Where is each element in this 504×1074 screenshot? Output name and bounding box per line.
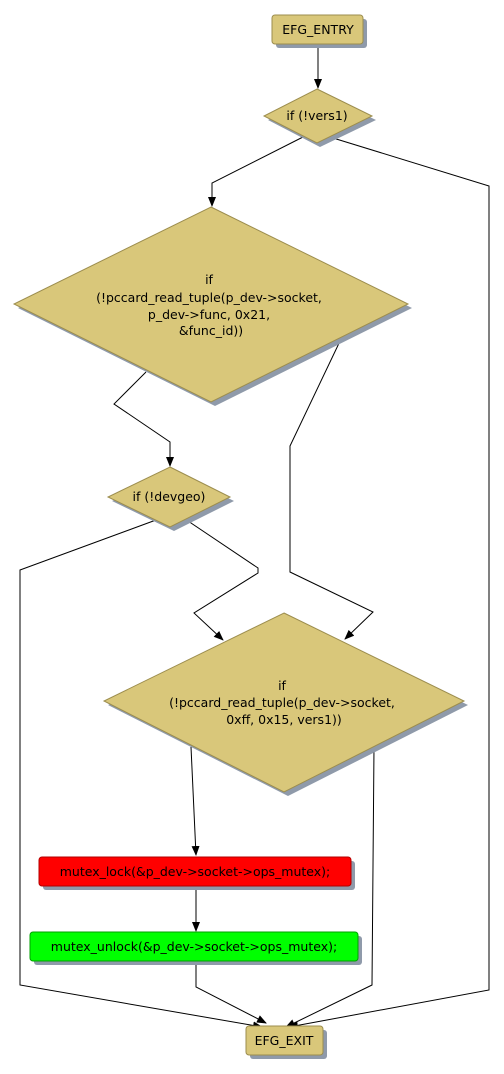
devgeo-check-node: if (!devgeo) xyxy=(106,466,234,531)
edge-devgeo-to-exit xyxy=(19,519,263,1030)
mutex-unlock-box xyxy=(29,931,359,962)
vers1-check-label: if (!vers1) xyxy=(286,108,347,123)
devgeo-check-diamond xyxy=(106,466,232,528)
edge-unlock-to-exit xyxy=(195,963,267,1024)
tuple-func-check-line-2: (!pccard_read_tuple(p_dev->socket, xyxy=(96,290,322,305)
mutex-lock-node: mutex_lock(&p_dev->socket->ops_mutex); xyxy=(38,856,355,890)
entry-node-label: EFG_ENTRY xyxy=(282,22,354,37)
tuple-vers1-check-line-3: 0xff, 0x15, vers1)) xyxy=(226,712,342,727)
entry-node: EFG_ENTRY xyxy=(271,14,367,48)
tuple-vers1-check-node: if (!pccard_read_tuple(p_dev->socket, 0x… xyxy=(102,612,468,796)
edge-devgeo-to-tuple-vers1 xyxy=(187,520,259,641)
entry-node-box xyxy=(271,14,364,45)
edge-vers1-to-tuple-func xyxy=(208,136,304,207)
edge-tuple-func-to-devgeo xyxy=(113,371,174,467)
tuple-func-check-line-3: p_dev->func, 0x21, xyxy=(148,307,270,322)
exit-node: EFG_EXIT xyxy=(245,1025,327,1059)
tuple-func-check-node: if (!pccard_read_tuple(p_dev->socket, p_… xyxy=(12,206,412,406)
tuple-vers1-check-line-1: if xyxy=(278,678,286,693)
tuple-vers1-check-label: if (!pccard_read_tuple(p_dev->socket, 0x… xyxy=(169,678,399,727)
tuple-func-check-diamond xyxy=(12,206,410,403)
edge-tuple-vers1-to-lock xyxy=(190,746,200,856)
mutex-lock-box xyxy=(38,856,352,887)
tuple-vers1-check-line-2: (!pccard_read_tuple(p_dev->socket, xyxy=(169,695,395,710)
exit-node-label: EFG_EXIT xyxy=(255,1033,314,1048)
nodes: EFG_ENTRY if (!vers1) if (!pccard_read_t… xyxy=(12,14,468,1059)
vers1-check-diamond xyxy=(262,88,374,144)
mutex-lock-label: mutex_lock(&p_dev->socket->ops_mutex); xyxy=(60,864,331,879)
edge-tuple-vers1-to-exit xyxy=(285,746,375,1028)
tuple-func-check-line-1: if xyxy=(205,272,213,287)
edge-vers1-to-exit xyxy=(288,137,490,1030)
mutex-unlock-node: mutex_unlock(&p_dev->socket->ops_mutex); xyxy=(29,931,362,965)
tuple-vers1-check-diamond xyxy=(102,612,466,793)
tuple-func-check-label: if (!pccard_read_tuple(p_dev->socket, p_… xyxy=(96,272,326,338)
devgeo-check-label: if (!devgeo) xyxy=(133,489,206,504)
vers1-check-node: if (!vers1) xyxy=(262,88,376,147)
exit-node-box xyxy=(245,1025,324,1056)
mutex-unlock-label: mutex_unlock(&p_dev->socket->ops_mutex); xyxy=(51,939,337,954)
edges xyxy=(19,46,490,1030)
tuple-func-check-line-4: &func_id)) xyxy=(179,323,243,338)
edge-tuple-func-to-tuple-vers1 xyxy=(289,338,374,640)
